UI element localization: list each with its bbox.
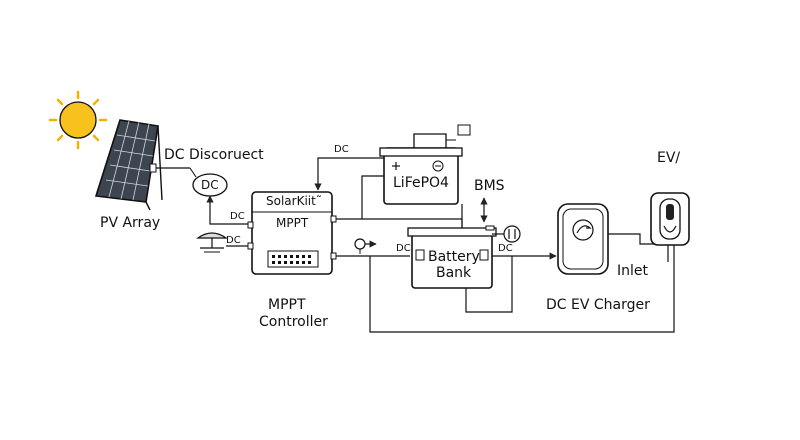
antenna-icon xyxy=(196,232,252,253)
dc-disconnect-symbol-label: DC xyxy=(201,178,219,192)
ev-inlet-icon xyxy=(650,192,690,262)
battery-bank-label-line1: Battery xyxy=(428,249,480,265)
bms-label: BMS xyxy=(474,178,505,194)
lifepo4-battery xyxy=(379,124,471,205)
dc-top-wire-label: DC xyxy=(334,144,349,155)
battery-bank-label-line2: Bank xyxy=(436,265,472,281)
dc-disconnect-symbol xyxy=(189,167,252,225)
wires xyxy=(314,157,675,333)
inlet-label: Inlet xyxy=(617,263,648,279)
dc-disconnect-label: DC Discoruect xyxy=(164,147,264,163)
battery-bank xyxy=(407,225,497,289)
mppt-box-label: MPPT xyxy=(276,216,309,230)
dc-battery-in-label: DC xyxy=(396,243,411,254)
sun-icon xyxy=(48,90,108,150)
mppt-controller-box xyxy=(247,191,337,275)
current-icon xyxy=(354,238,377,254)
ev-label: EV/ xyxy=(657,150,681,166)
mppt-controller-label-line1: MPPT xyxy=(268,297,306,313)
dc-ev-charger-icon xyxy=(557,203,609,275)
dc-ev-charger-label: DC EV Charger xyxy=(546,297,650,313)
fuse-icon xyxy=(503,225,521,243)
mppt-controller-label-line2: Controller xyxy=(259,314,328,330)
lifepo4-label: LiFePO4 xyxy=(393,175,449,191)
solarkit-label: SolarKiit˜ xyxy=(266,194,322,208)
pv-array-label: PV Array xyxy=(100,215,161,231)
solar-panel-icon xyxy=(94,119,190,211)
dc-battery-out-label: DC xyxy=(498,243,513,254)
dc-mppt-in-1-label: DC xyxy=(230,211,245,222)
dc-mppt-in-2-label: DC xyxy=(226,235,241,246)
